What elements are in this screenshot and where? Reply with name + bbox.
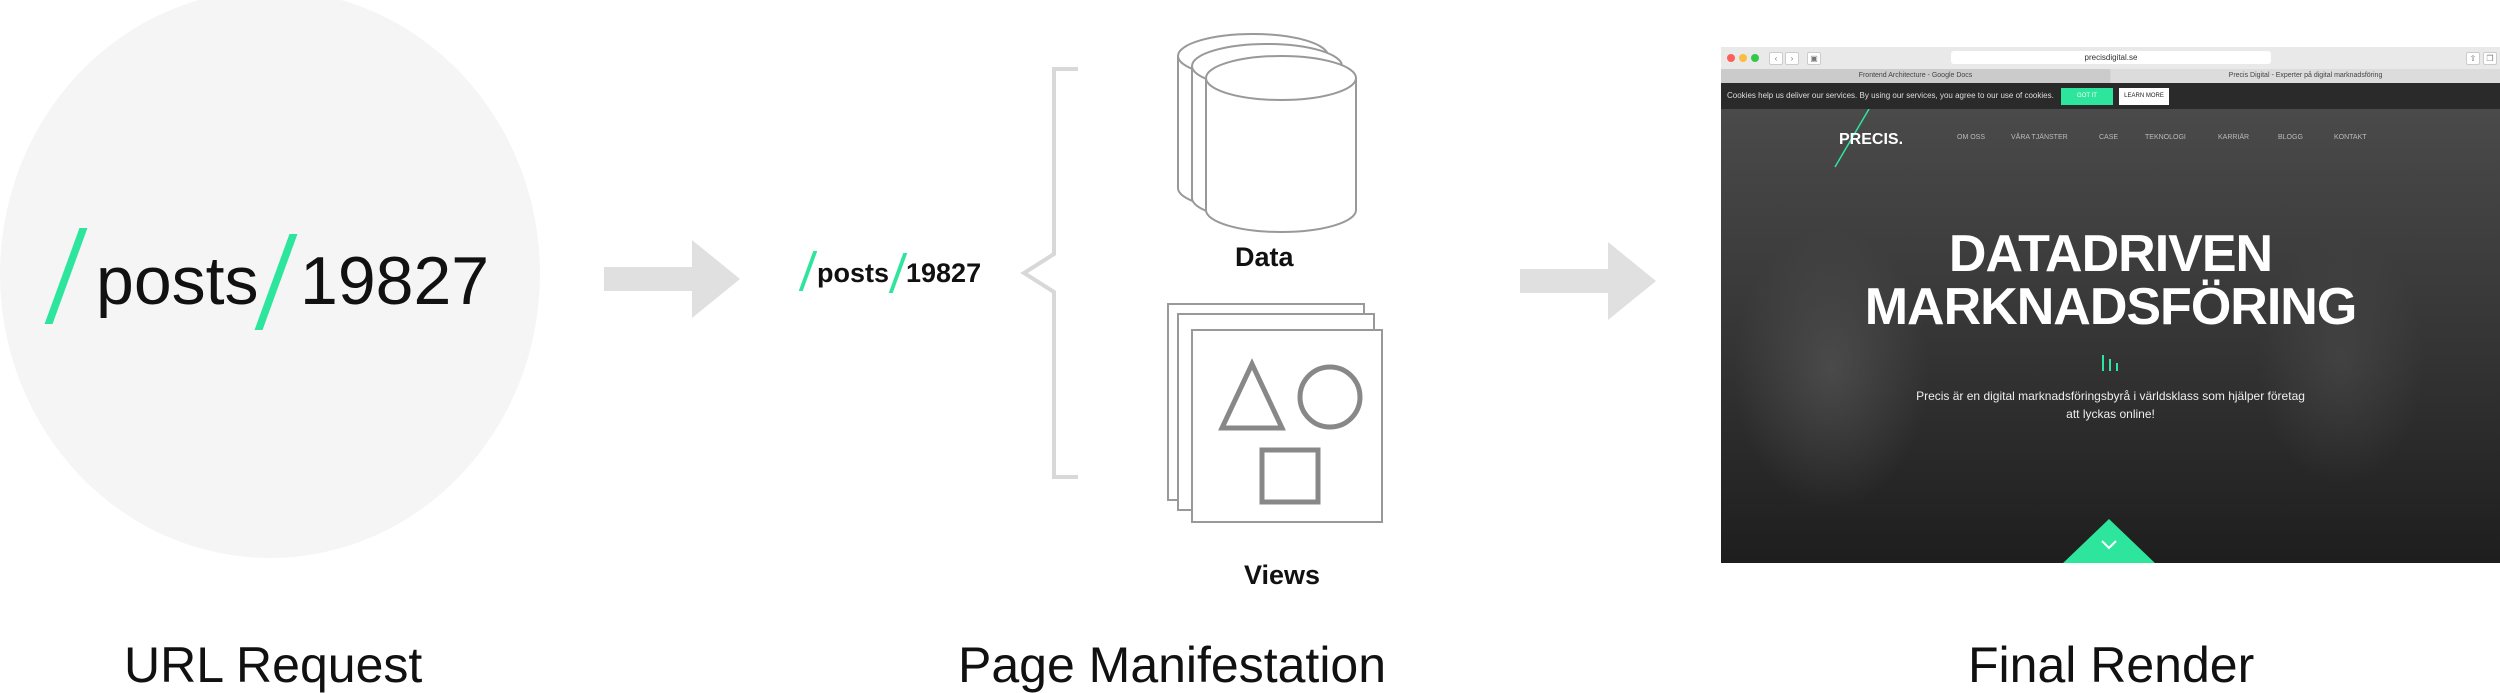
nav-item-case[interactable]: CASE (2099, 134, 2119, 141)
close-dot-icon[interactable] (1727, 54, 1735, 62)
got-it-button[interactable]: GOT IT (2061, 88, 2113, 105)
precis-logo[interactable]: PRECIS. (1839, 131, 1904, 148)
tab-bar: Frontend Architecture - Google Docs Prec… (1721, 69, 2500, 83)
caption-page-manifestation: Page Manifestation (958, 637, 1387, 693)
browser-toolbar: ‹ › ▣ precisdigital.se ⇧ ❐ (1721, 47, 2500, 70)
browser-window: ‹ › ▣ precisdigital.se ⇧ ❐ Frontend Arch… (1721, 47, 2500, 563)
maximize-dot-icon[interactable] (1751, 54, 1759, 62)
hero-subtitle: Precis är en digital marknadsföringsbyrå… (1916, 389, 2305, 403)
url-segment-id: 19827 (300, 243, 490, 319)
nav-item-karriar[interactable]: KARRIÄR (2218, 134, 2250, 141)
hero-title: DATADRIVEN (1948, 225, 2273, 283)
caption-url-request: URL Request (124, 637, 423, 693)
views-stack-icon (1167, 303, 1383, 523)
cookie-text: Cookies help us deliver our services. By… (1727, 91, 2054, 100)
manifest-segment-posts: posts (817, 258, 890, 288)
manifest-segment-id: 19827 (906, 258, 982, 288)
caption-final-render: Final Render (1968, 637, 2255, 693)
nav-item-teknologi[interactable]: TEKNOLOGI (2145, 134, 2186, 141)
arrow-right-icon (604, 240, 740, 318)
hero-accent-bars (2102, 355, 2118, 371)
views-label: Views (1244, 560, 1321, 590)
learn-more-button[interactable]: LEARN MORE (2119, 88, 2169, 105)
slash-accent (888, 253, 908, 293)
cookie-banner: Cookies help us deliver our services. By… (1721, 83, 2500, 109)
nav-item-blogg[interactable]: BLOGG (2278, 134, 2303, 141)
nav-item-tjanster[interactable]: VÅRA TJÄNSTER (2011, 134, 2068, 141)
curly-brace (1020, 67, 1078, 479)
data-label: Data (1235, 242, 1294, 272)
url-request-circle (0, 0, 540, 558)
slash-accent (798, 251, 818, 291)
nav-item-kontakt[interactable]: KONTAKT (2334, 134, 2367, 141)
address-bar[interactable]: precisdigital.se (1951, 51, 2271, 64)
arrow-right-icon (1520, 242, 1656, 320)
hero-subtitle: att lyckas online! (2066, 407, 2155, 421)
hero-decor-line (1834, 109, 1870, 168)
back-button[interactable]: ‹ (1769, 52, 1783, 65)
url-segment-posts: posts (96, 243, 259, 319)
forward-button[interactable]: › (1785, 52, 1799, 65)
nav-item-om-oss[interactable]: OM OSS (1957, 134, 1986, 141)
hero-section: PRECIS. OM OSS VÅRA TJÄNSTER CASE TEKNOL… (1721, 109, 2500, 563)
database-stack-icon (1177, 33, 1357, 233)
chevron-down-icon[interactable] (2099, 537, 2119, 553)
tabs-icon[interactable]: ❐ (2483, 52, 2497, 65)
hero-title: MARKNADSFÖRING (1864, 278, 2358, 336)
tab-google-docs[interactable]: Frontend Architecture - Google Docs (1721, 69, 2110, 83)
minimize-dot-icon[interactable] (1739, 54, 1747, 62)
share-icon[interactable]: ⇧ (2466, 52, 2480, 65)
scroll-down-button[interactable] (2061, 519, 2157, 563)
tab-precis[interactable]: Precis Digital - Experter på digital mar… (2111, 69, 2500, 83)
sidebar-icon[interactable]: ▣ (1807, 52, 1821, 65)
